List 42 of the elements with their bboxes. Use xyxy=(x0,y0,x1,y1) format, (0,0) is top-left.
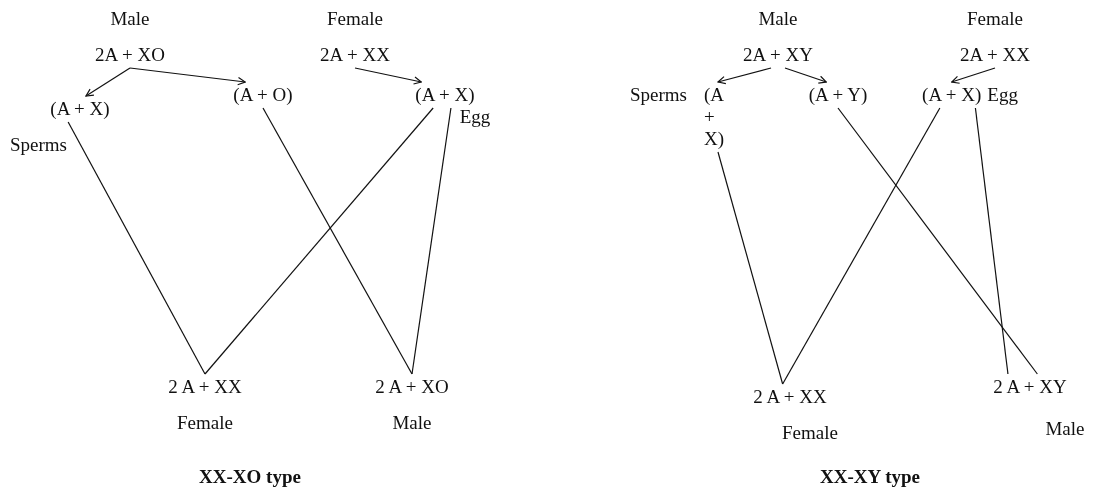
cross-line xyxy=(262,107,413,375)
cross-line xyxy=(782,107,941,385)
sex-label: Male xyxy=(1045,418,1085,440)
genotype-label: (A + X) xyxy=(415,84,475,106)
genotype-label: (A + Y) xyxy=(808,84,868,106)
genotype-label: 2A + XO xyxy=(95,44,165,66)
genotype-label: (A + X) xyxy=(50,98,110,120)
caption: XX-XY type xyxy=(819,466,921,488)
gamete-label: Sperms xyxy=(10,134,67,156)
genotype-label: (A + X) xyxy=(922,84,982,106)
cross-line xyxy=(717,151,784,385)
arrow xyxy=(951,67,996,84)
genotype-label: 2 A + XY xyxy=(993,376,1067,398)
gamete-label: Sperms xyxy=(630,84,687,106)
genotype-label: (A + O) xyxy=(233,84,293,106)
genotype-label: 2A + XY xyxy=(743,44,813,66)
genotype-label: 2 A + XO xyxy=(375,376,449,398)
sex-label: Male xyxy=(392,412,432,434)
genotype-label: 2A + XX xyxy=(960,44,1030,66)
cross-line xyxy=(67,121,206,375)
cross-line xyxy=(204,107,434,375)
genotype-label: 2 A + XX xyxy=(753,386,827,408)
caption: XX-XO type xyxy=(199,466,301,488)
sex-label: Male xyxy=(758,8,798,30)
sex-label: Female xyxy=(782,422,838,444)
genotype-label: 2 A + XX xyxy=(168,376,242,398)
genotype-label: (A + X) xyxy=(704,84,726,150)
sex-label: Female xyxy=(967,8,1023,30)
arrow xyxy=(129,67,246,86)
cross-line xyxy=(974,107,1009,375)
cross-line xyxy=(837,107,1038,375)
egg-label: Egg xyxy=(987,84,1018,106)
arrow xyxy=(717,67,772,85)
genotype-label: 2A + XX xyxy=(320,44,390,66)
arrow xyxy=(784,67,827,84)
cross-line xyxy=(411,107,452,375)
egg-label: Egg xyxy=(459,106,491,128)
arrow xyxy=(85,67,131,97)
sex-label: Male xyxy=(110,8,150,30)
sex-label: Female xyxy=(327,8,383,30)
sex-label: Female xyxy=(177,412,233,434)
arrow xyxy=(354,67,422,85)
